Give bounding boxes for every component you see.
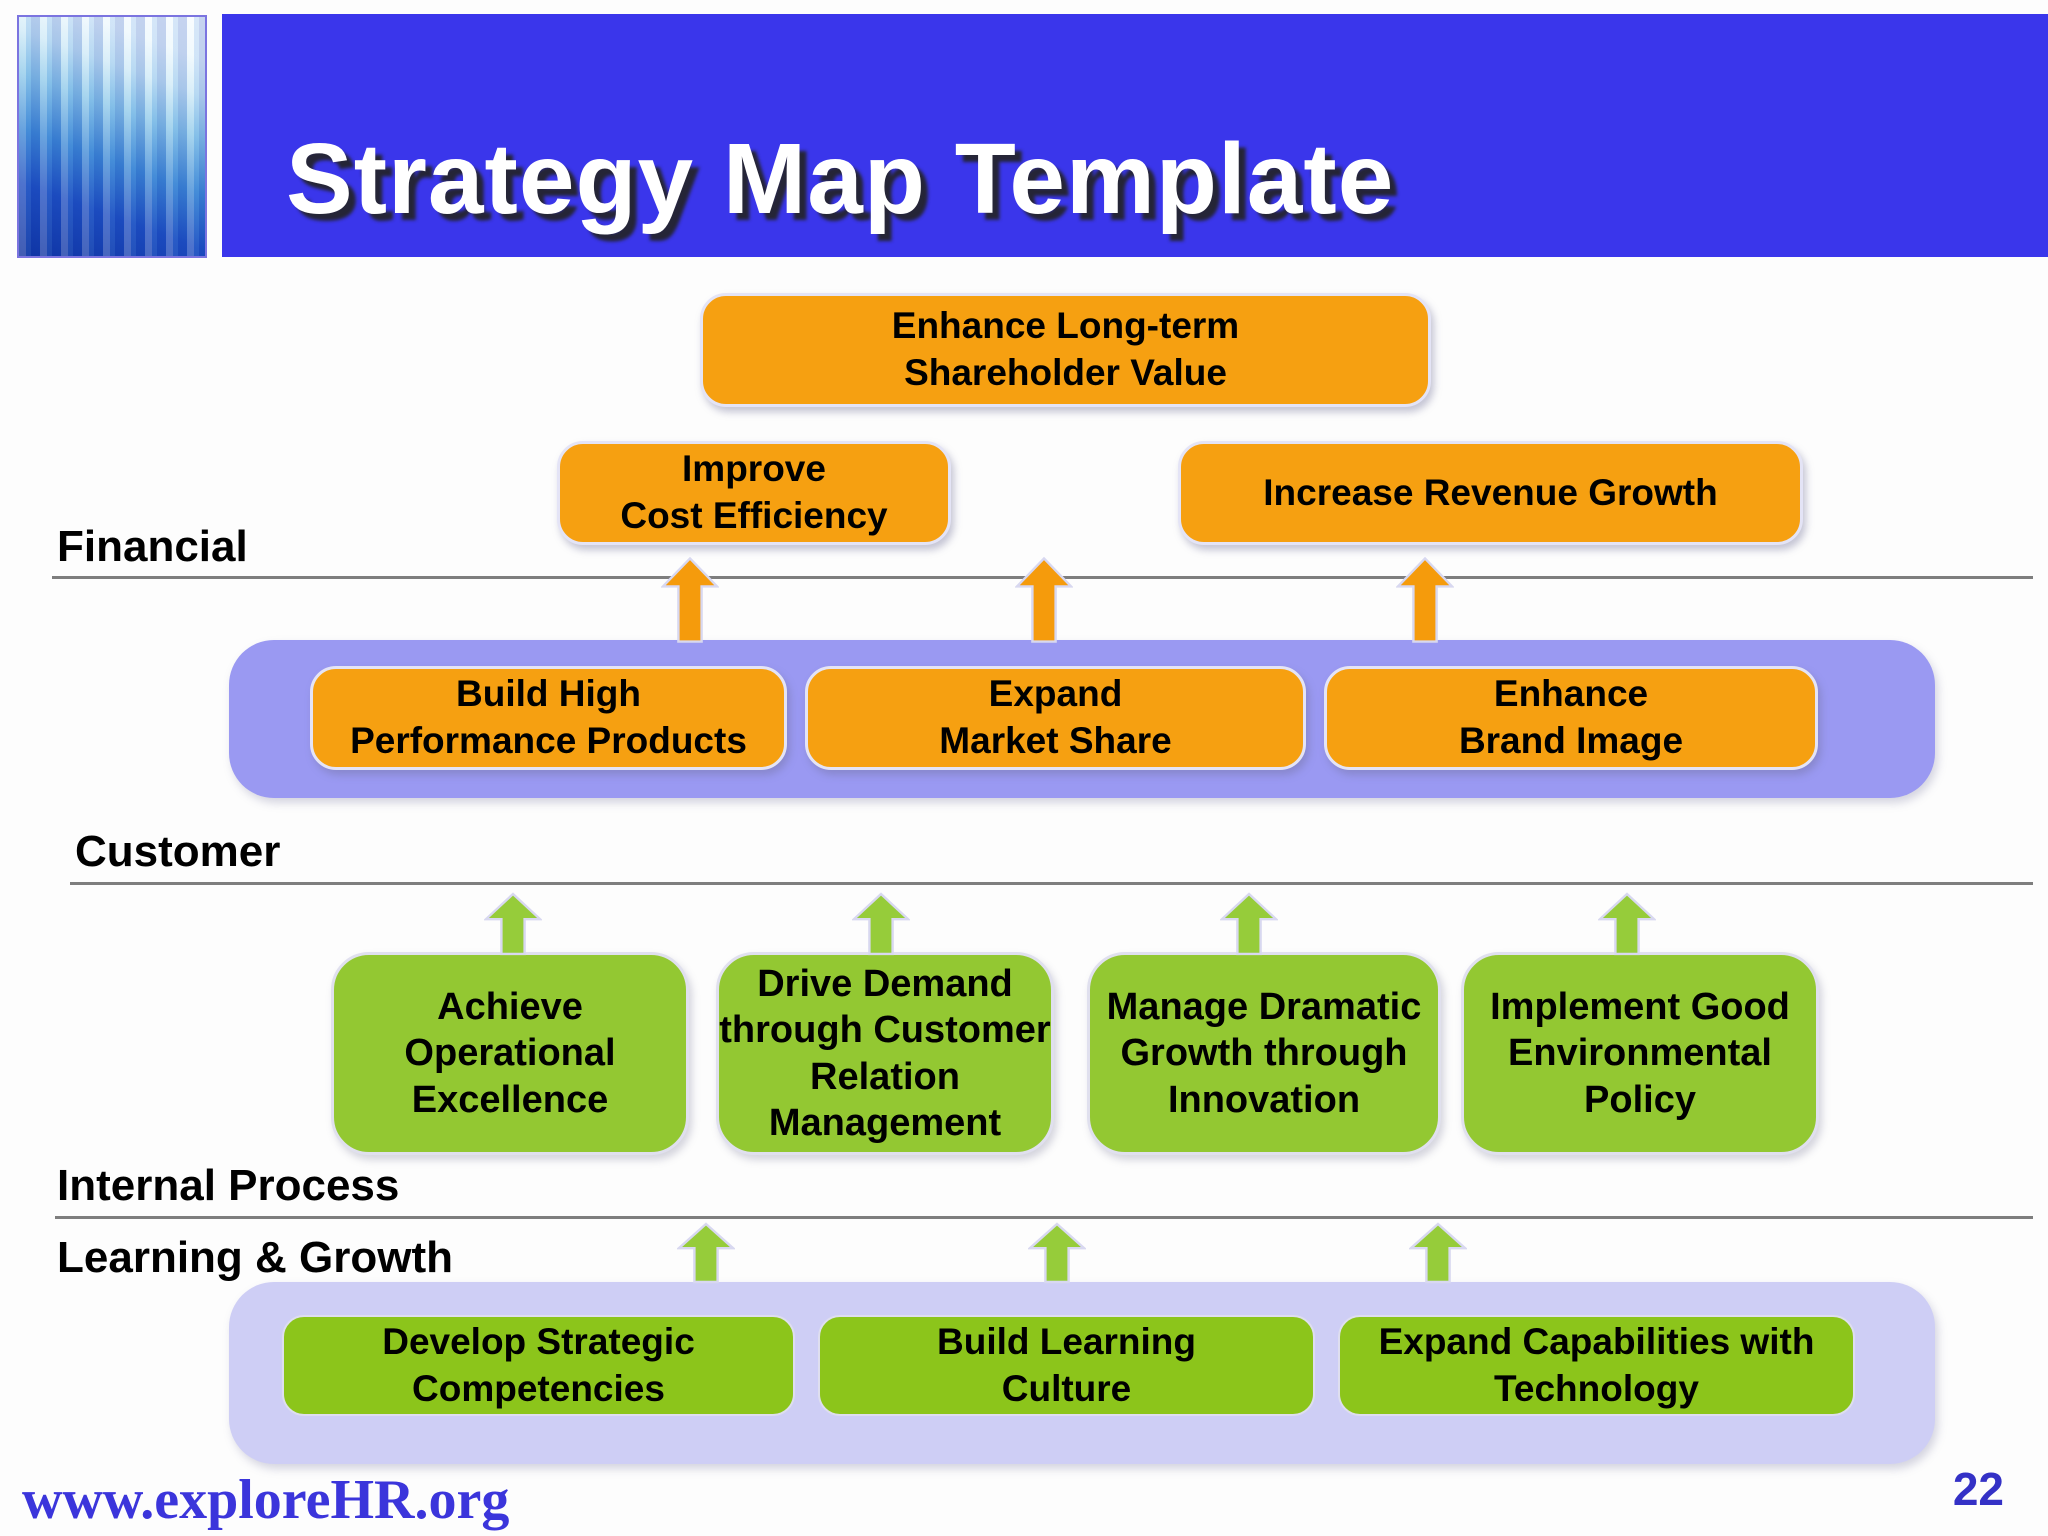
up-arrow-icon xyxy=(1015,556,1073,643)
box-improve-cost-efficiency: Improve Cost Efficiency xyxy=(557,441,951,545)
box-enhance-brand-image: Enhance Brand Image xyxy=(1324,666,1818,770)
box-develop-strategic-competencies: Develop Strategic Competencies xyxy=(282,1315,795,1416)
page-number: 22 xyxy=(1952,1463,2004,1515)
box-expand-capabilities-technology: Expand Capabilities with Technology xyxy=(1338,1315,1855,1416)
up-arrow-icon xyxy=(677,1222,735,1284)
up-arrow-icon xyxy=(1396,556,1454,643)
box-drive-demand-crm: Drive Demand through Customer Relation M… xyxy=(716,952,1054,1155)
logo-image xyxy=(17,15,207,258)
box-build-learning-culture: Build Learning Culture xyxy=(818,1315,1315,1416)
box-enhance-shareholder-value: Enhance Long-term Shareholder Value xyxy=(700,293,1431,407)
perspective-label-customer: Customer xyxy=(75,827,281,876)
up-arrow-icon xyxy=(1598,892,1656,956)
up-arrow-icon xyxy=(661,556,719,643)
up-arrow-icon xyxy=(1409,1222,1467,1284)
perspective-label-learning-growth: Learning & Growth xyxy=(57,1233,453,1282)
up-arrow-icon xyxy=(484,892,542,956)
box-implement-environmental-policy: Implement Good Environmental Policy xyxy=(1461,952,1819,1155)
perspective-label-financial: Financial xyxy=(57,522,248,571)
box-manage-dramatic-growth: Manage Dramatic Growth through Innovatio… xyxy=(1087,952,1441,1155)
up-arrow-icon xyxy=(1220,892,1278,956)
up-arrow-icon xyxy=(1028,1222,1086,1284)
box-increase-revenue-growth: Increase Revenue Growth xyxy=(1178,441,1803,545)
box-expand-market-share: Expand Market Share xyxy=(805,666,1306,770)
perspective-label-internal-process: Internal Process xyxy=(57,1161,400,1210)
footer-website-link[interactable]: www.exploreHR.org xyxy=(22,1469,510,1531)
internal-process-divider-line xyxy=(55,1216,2033,1219)
up-arrow-icon xyxy=(852,892,910,956)
box-achieve-operational-excellence: Achieve Operational Excellence xyxy=(331,952,689,1155)
box-build-high-performance-products: Build High Performance Products xyxy=(310,666,787,770)
customer-divider-line xyxy=(70,882,2033,885)
header-bar: Strategy Map Template xyxy=(222,14,2048,257)
page-title: Strategy Map Template xyxy=(286,123,1395,235)
